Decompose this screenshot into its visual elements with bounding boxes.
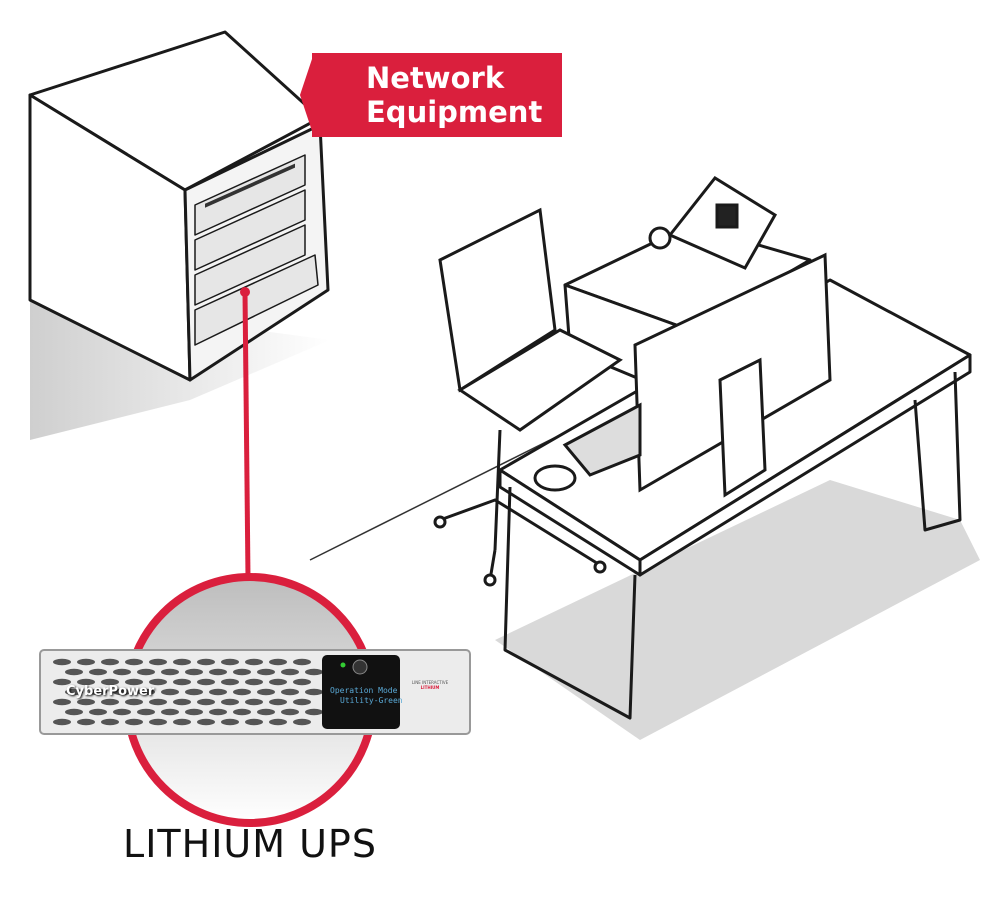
ups-device [39,649,471,735]
vent-slot [245,698,263,706]
vent-slot [197,658,215,666]
brand-logo: CyberPower [66,684,155,699]
desk-shadow [495,480,980,740]
lcd-line-1: Operation Mode [330,686,398,695]
vent-slot [221,698,239,706]
vent-slot [161,668,179,676]
vent-slot [53,718,71,726]
label-line-1: Network [366,61,505,95]
vent-slot [233,668,251,676]
vent-slot [257,708,275,716]
office-chair [433,207,623,587]
vent-slot [209,688,227,696]
vent-slot [101,718,119,726]
vent-slot [161,708,179,716]
vent-slot [233,688,251,696]
vent-slot [293,658,311,666]
vent-slot [257,688,275,696]
vent-slot [65,708,83,716]
vent-slot [173,698,191,706]
vent-slot [221,718,239,726]
vent-slot [269,718,287,726]
vent-slot [305,688,323,696]
vent-slot [77,658,95,666]
vent-slot [113,688,131,696]
ups-title: LITHIUM UPS [123,822,377,866]
vent-slot [197,678,215,686]
vent-slot [209,708,227,716]
vent-slot [173,718,191,726]
vent-slot [209,668,227,676]
vent-slot [89,708,107,716]
vent-slot [197,698,215,706]
network-equipment-label: Network Equipment [312,53,562,137]
vent-slot [269,658,287,666]
label-line-2: Equipment [366,95,543,129]
vent-slot [221,678,239,686]
vent-slot [149,718,167,726]
vent-slot [221,658,239,666]
vent-slot [305,668,323,676]
computer-monitor [533,252,832,498]
ups-lcd: Operation Mode Utility-Green [330,686,403,706]
vent-slot [245,678,263,686]
ups-badge: LINE INTERACTIVE LITHIUM [410,680,450,690]
vent-slot [53,698,71,706]
vent-slot [281,668,299,676]
vent-slot [173,658,191,666]
vent-slot [137,708,155,716]
vent-slot [161,688,179,696]
vent-slot [137,668,155,676]
vent-slot [89,688,107,696]
vent-slot [89,668,107,676]
vent-slot [269,678,287,686]
vent-slot [125,658,143,666]
vent-slot [149,698,167,706]
connection-line [242,291,251,579]
vent-slot [269,698,287,706]
vent-slot [113,708,131,716]
vent-slot [125,678,143,686]
vent-slot [149,678,167,686]
vent-slot [293,718,311,726]
vent-slot [101,658,119,666]
vent-slot [185,688,203,696]
vent-slot [101,678,119,686]
vent-slot [281,688,299,696]
vent-slot [53,678,71,686]
badge-top: LINE INTERACTIVE [411,680,449,685]
vent-slot [293,698,311,706]
badge-bottom: LITHIUM [420,685,440,690]
vent-slot [125,698,143,706]
vent-slot [257,668,275,676]
vent-slot [281,708,299,716]
vent-slot [137,688,155,696]
vent-slot [125,718,143,726]
vent-slot [65,688,83,696]
vent-slot [293,678,311,686]
vent-slot [233,708,251,716]
vent-slot [149,658,167,666]
vent-slot [77,678,95,686]
vent-slot [101,698,119,706]
desk-phone [648,176,778,270]
vent-slot [185,668,203,676]
vent-slot [197,718,215,726]
vent-slot [77,698,95,706]
vent-slot [185,708,203,716]
vent-slot [245,658,263,666]
vent-slot [245,718,263,726]
network-rack [28,30,330,382]
vent-slot [65,668,83,676]
vent-slot [53,658,71,666]
vent-slot [305,708,323,716]
vent-slot [173,678,191,686]
lcd-line-2: Utility-Green [340,696,403,705]
callout-pointer [300,53,314,137]
vent-slot [77,718,95,726]
vent-slot [113,668,131,676]
